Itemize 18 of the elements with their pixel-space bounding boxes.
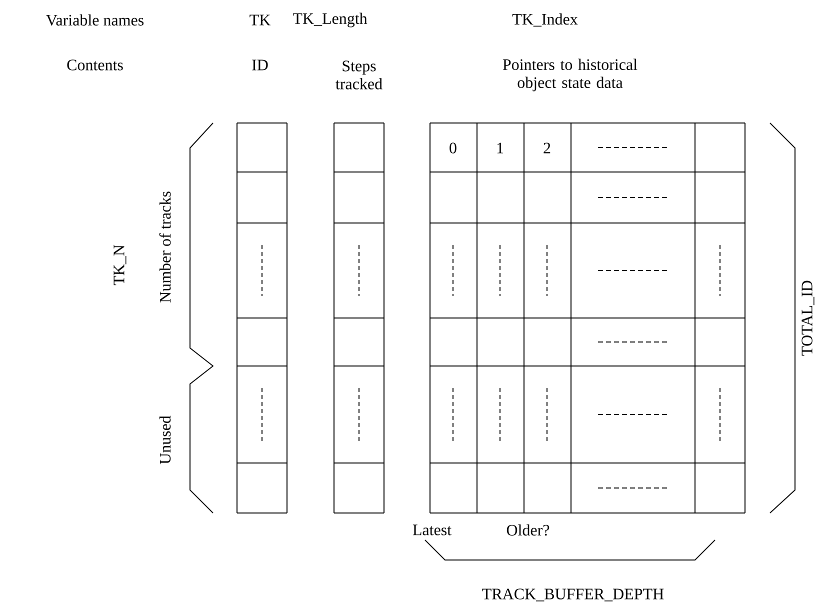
cell-number: 1	[497, 142, 504, 154]
brace-label: Unused	[159, 416, 171, 464]
brace-label: TK_N	[114, 244, 126, 286]
axis-note: Latest	[412, 524, 452, 536]
column-heading: Variable names	[46, 14, 144, 26]
column-heading: ID	[252, 60, 268, 70]
cell-number: 0	[450, 142, 456, 154]
brace-label: TRACK_BUFFER_DEPTH	[482, 588, 664, 602]
column-heading: TK_Index	[512, 13, 578, 27]
cell-number: 2	[544, 142, 550, 154]
row-heading: Contents	[67, 60, 123, 70]
axis-note: Older?	[506, 524, 550, 536]
column-heading: Pointers to historical object state data	[502, 58, 638, 92]
column-heading: TK_Length	[292, 12, 368, 28]
column-heading: Steps tracked	[336, 60, 382, 90]
brace-label: TOTAL_ID	[802, 280, 814, 356]
brace-label: Number of tracks	[159, 192, 171, 303]
column-heading: TK	[250, 14, 270, 26]
